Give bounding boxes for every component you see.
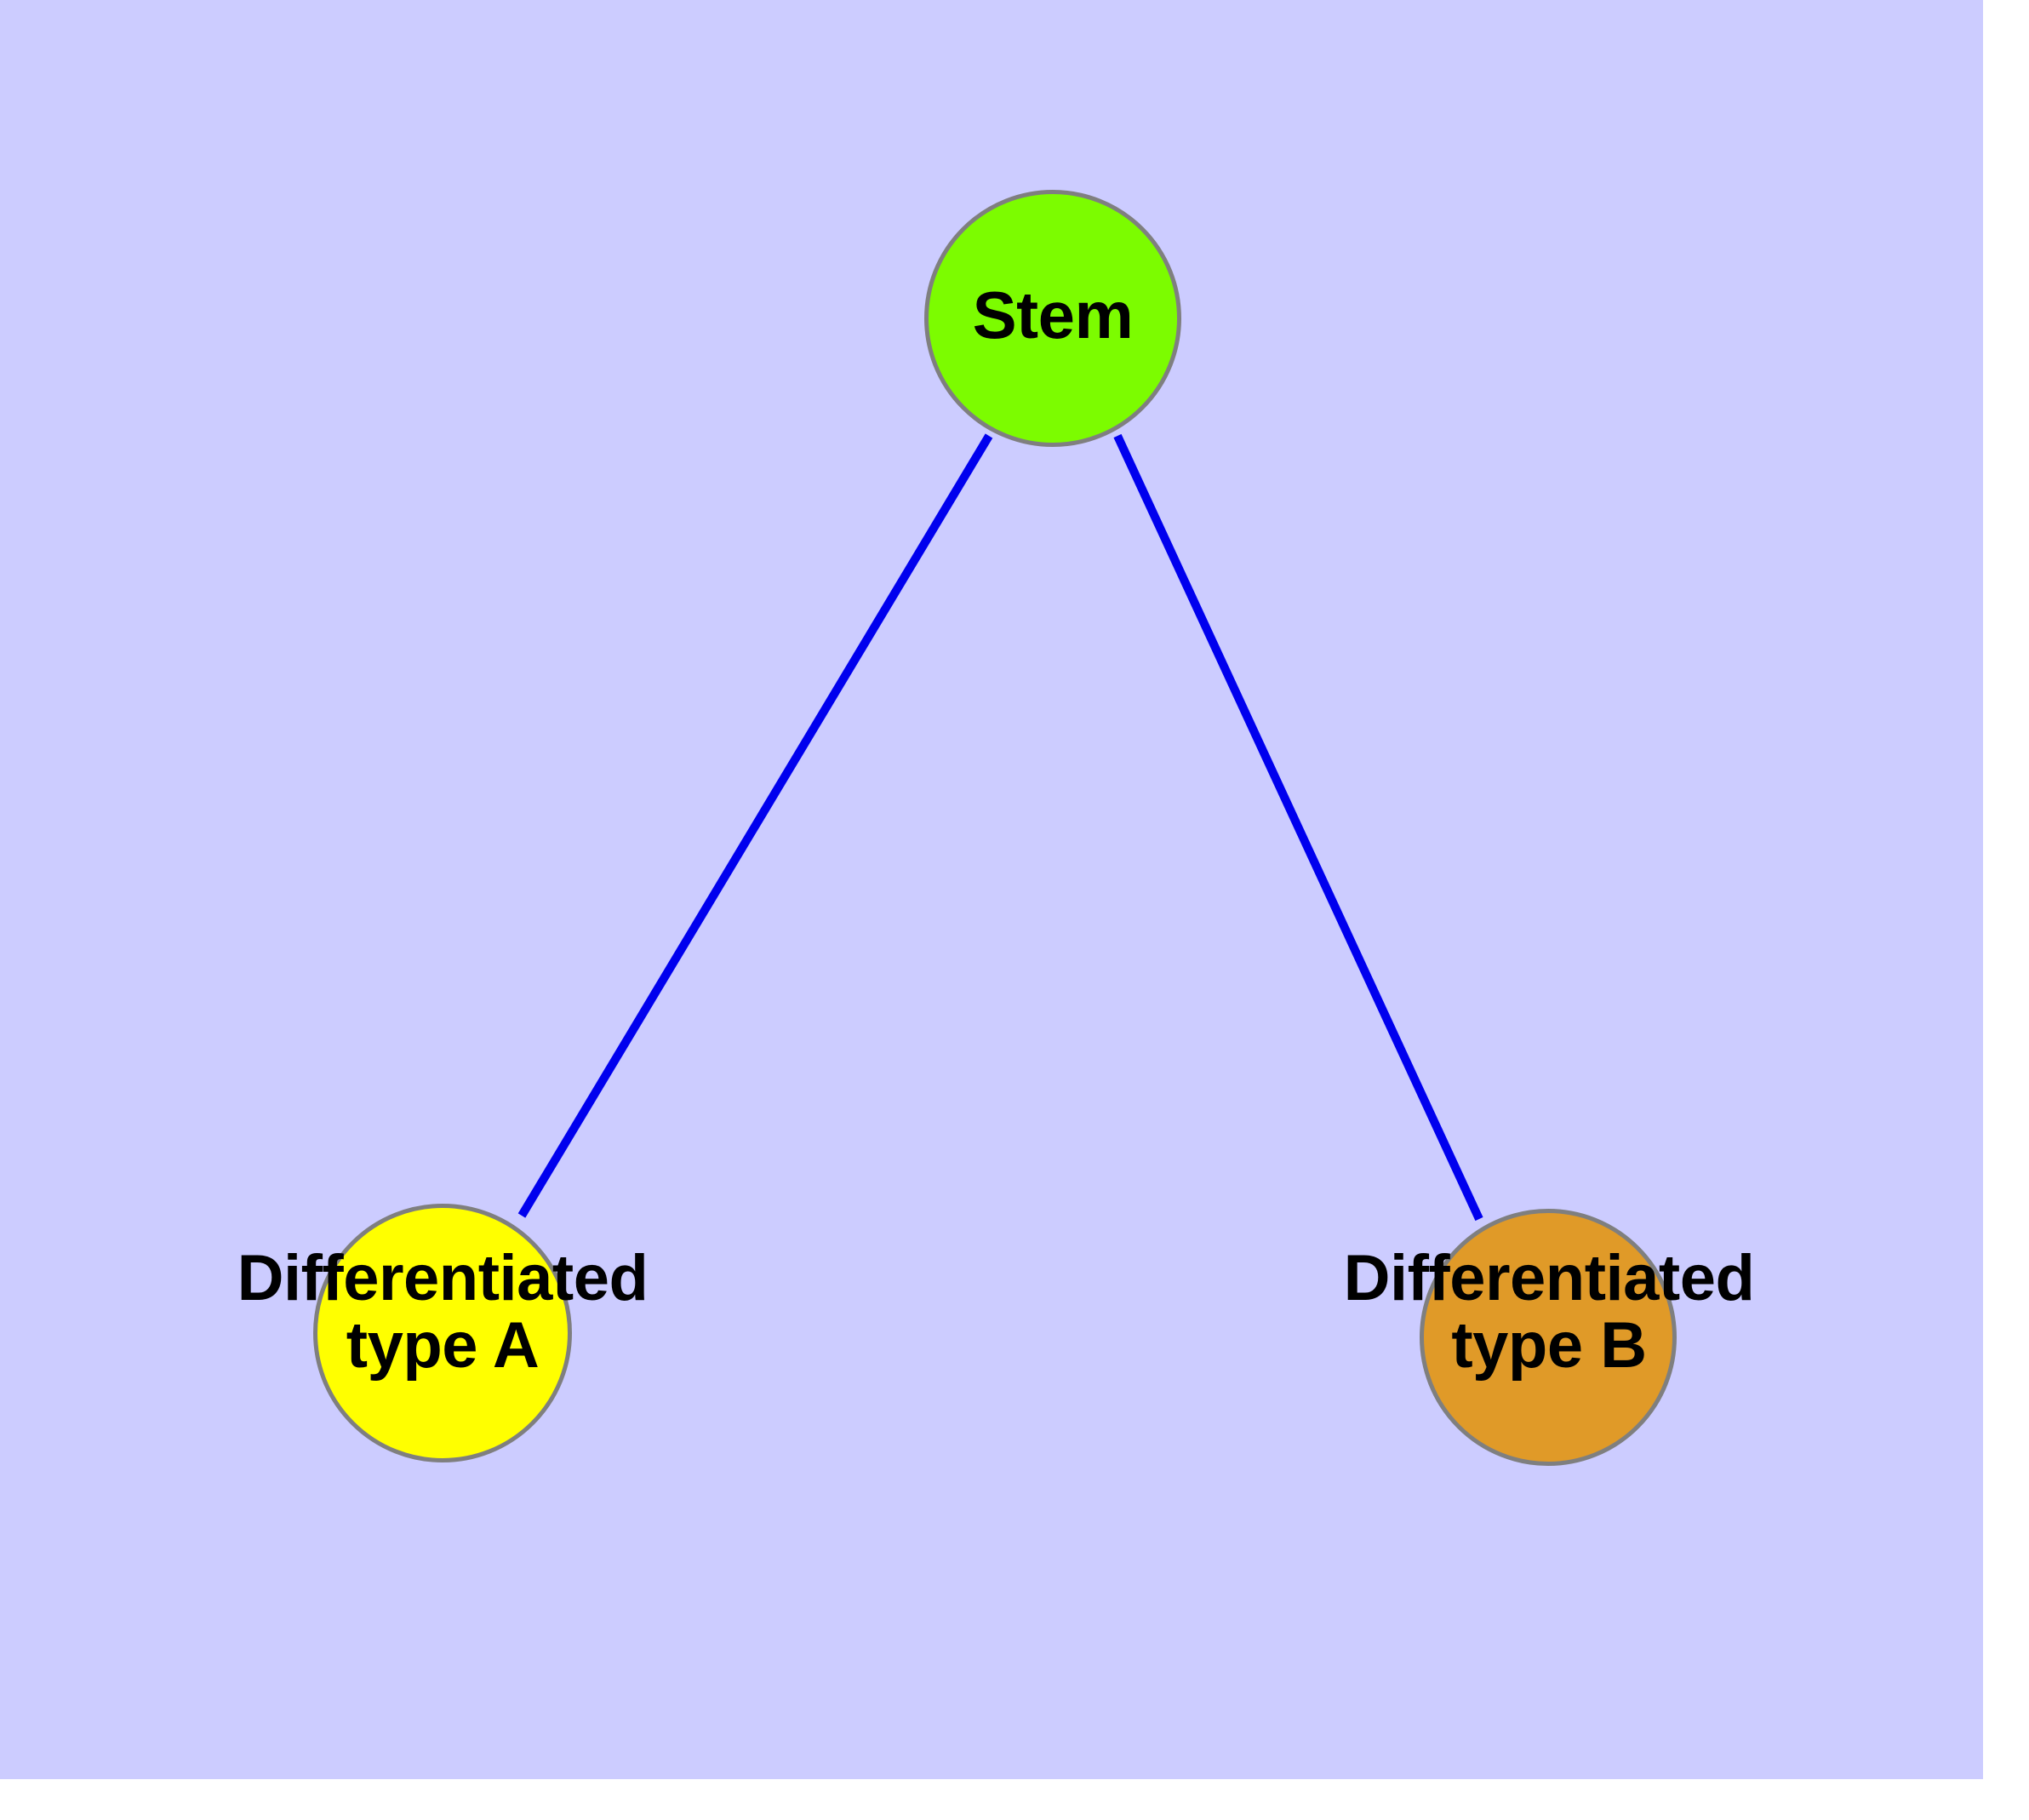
- node-differentiated-type-b[interactable]: [1420, 1209, 1677, 1466]
- node-stem[interactable]: [924, 190, 1181, 447]
- node-differentiated-type-a[interactable]: [313, 1204, 572, 1462]
